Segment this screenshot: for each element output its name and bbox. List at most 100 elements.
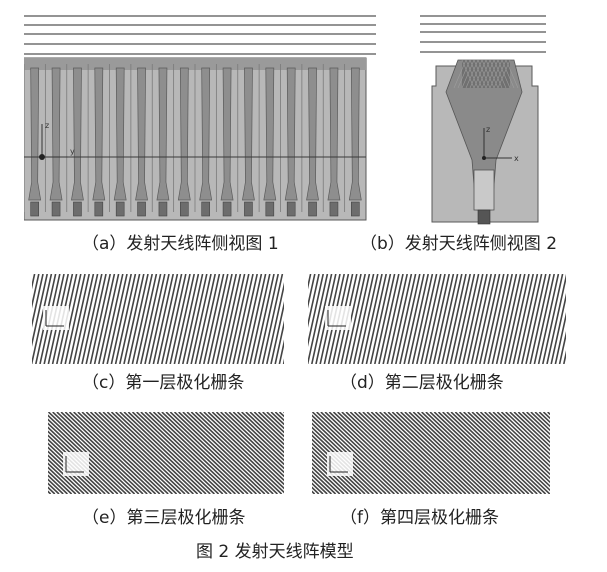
grating-bar bbox=[341, 412, 429, 494]
grating-bar bbox=[48, 466, 77, 494]
grating-bar bbox=[521, 412, 550, 440]
grating-bar bbox=[253, 412, 284, 442]
grating-bar bbox=[312, 450, 358, 494]
grating-bar bbox=[211, 412, 284, 482]
grating-bar bbox=[186, 412, 274, 494]
grating-bar bbox=[236, 412, 284, 458]
grating-bar bbox=[240, 274, 263, 364]
panel-f bbox=[312, 412, 550, 494]
grating-bar bbox=[463, 412, 550, 494]
grating-bar bbox=[278, 339, 284, 364]
grating-bar bbox=[496, 412, 550, 464]
connector bbox=[137, 201, 146, 217]
grating-bar bbox=[425, 412, 513, 494]
grating-bar bbox=[311, 274, 333, 364]
grating-bar bbox=[312, 474, 332, 494]
grating-bar bbox=[495, 274, 518, 364]
grating-bar bbox=[387, 412, 475, 494]
caption-f: （f）第四层极化栅条 bbox=[340, 508, 499, 528]
grating-bar bbox=[411, 274, 434, 364]
grating-bar bbox=[470, 274, 492, 364]
grating-bar bbox=[416, 412, 505, 494]
grating-bar bbox=[391, 412, 479, 494]
caption-d: （d）第二层极化栅条 bbox=[340, 373, 504, 393]
grating-bar bbox=[48, 438, 106, 494]
grating-bar bbox=[102, 274, 124, 364]
grating-bar bbox=[491, 274, 513, 364]
grating-bar bbox=[219, 274, 242, 364]
grating-bar bbox=[395, 412, 484, 494]
grating-bar bbox=[353, 274, 375, 364]
grating-bar bbox=[516, 274, 539, 364]
horn-element bbox=[71, 67, 84, 201]
grating-bar bbox=[378, 274, 400, 364]
grating-bar bbox=[479, 274, 501, 364]
grating-bar bbox=[513, 412, 550, 448]
grating-bar bbox=[449, 274, 471, 364]
grating-bar bbox=[487, 274, 509, 364]
grating-bar bbox=[274, 320, 284, 364]
mesh-line bbox=[497, 59, 511, 89]
grating-bar bbox=[173, 412, 262, 494]
grating-bar bbox=[361, 274, 383, 364]
grating-bar bbox=[529, 274, 551, 364]
grating-bar bbox=[68, 274, 90, 364]
grating-bar bbox=[257, 274, 279, 364]
grating-bar bbox=[93, 274, 116, 364]
grating-bar bbox=[349, 412, 437, 494]
grating-bar bbox=[64, 412, 152, 494]
grating-bar bbox=[312, 478, 328, 494]
grating-bar bbox=[32, 274, 40, 309]
grating-bar bbox=[554, 312, 566, 364]
grating-bar bbox=[453, 274, 476, 364]
grating-bar bbox=[266, 412, 284, 430]
grating-bar bbox=[144, 412, 232, 494]
grating-bar bbox=[152, 274, 174, 364]
horn-element bbox=[220, 67, 234, 201]
grating-bar bbox=[161, 412, 249, 494]
grating-bar bbox=[530, 412, 550, 432]
grating-bar bbox=[509, 412, 550, 452]
grating-bar bbox=[261, 274, 284, 364]
grating-bar bbox=[72, 274, 95, 364]
grating-bar bbox=[312, 454, 353, 494]
grating-bar bbox=[500, 412, 550, 460]
grating-bar bbox=[433, 412, 521, 494]
grating-bar bbox=[224, 274, 246, 364]
grating-bar bbox=[114, 274, 137, 364]
grating-bar bbox=[488, 412, 550, 472]
grating-bar bbox=[471, 412, 550, 488]
grating-bar bbox=[358, 412, 446, 494]
grating-bar bbox=[215, 274, 237, 364]
grating-bar bbox=[512, 274, 534, 364]
grating-bar bbox=[119, 412, 207, 494]
grating-bar bbox=[148, 274, 170, 364]
grating-bar bbox=[249, 274, 271, 364]
grating-bar bbox=[395, 274, 417, 364]
grating-bar bbox=[475, 412, 550, 484]
grating-bar bbox=[262, 412, 284, 434]
origin-dot bbox=[482, 156, 486, 160]
grating-bar bbox=[110, 274, 132, 364]
grating-bar bbox=[526, 412, 550, 436]
grating-bar bbox=[245, 274, 267, 364]
grating-bar bbox=[224, 412, 284, 470]
grating-bar bbox=[308, 274, 320, 328]
grating-bar bbox=[119, 274, 141, 364]
caption-c: （c）第一层极化栅条 bbox=[82, 373, 245, 393]
grating-bar bbox=[203, 412, 284, 490]
grating-bar bbox=[131, 274, 153, 364]
mesh-line bbox=[457, 59, 471, 89]
grating-bar bbox=[169, 274, 191, 364]
grating-bar bbox=[173, 274, 195, 364]
connector bbox=[308, 201, 317, 217]
grating-bar bbox=[144, 274, 166, 364]
grating-bar bbox=[454, 412, 542, 494]
grating-layer-3 bbox=[48, 412, 284, 494]
grating-layer-1 bbox=[32, 274, 284, 364]
grating-bar bbox=[102, 412, 190, 494]
grating-bar bbox=[558, 331, 566, 364]
grating-bar bbox=[48, 442, 102, 494]
